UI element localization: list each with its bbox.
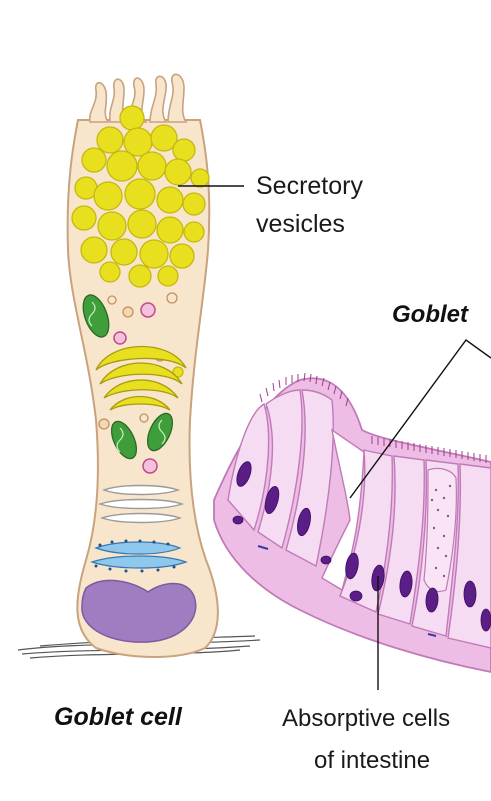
goblet-cell-title: Goblet cell	[54, 703, 183, 731]
endoplasmic-stacks	[97, 484, 185, 524]
rough-endoplasmic-reticulum	[90, 539, 188, 573]
absorptive-cells-label-line2: of intestine	[314, 747, 430, 774]
small-granules	[98, 292, 184, 474]
speckled-goblet-cell	[423, 467, 457, 593]
basal-lamina-marks	[257, 545, 437, 637]
goblet-cell-illustration	[17, 73, 261, 659]
secretory-vesicles	[71, 105, 210, 288]
secretory-vesicles-label-line1: Secretory	[256, 172, 363, 200]
mitochondria	[82, 294, 174, 460]
absorptive-cells-label-line1: Absorptive cells	[282, 705, 450, 732]
golgi-apparatus	[95, 345, 187, 411]
intestinal-epithelium-illustration	[213, 372, 491, 673]
brush-border	[259, 372, 487, 463]
goblet-leader-line	[349, 339, 491, 499]
goblet-cell-nucleus	[81, 579, 197, 643]
epithelial-nuclei	[232, 461, 491, 632]
secretory-vesicles-label-line2: vesicles	[256, 210, 345, 238]
goblet-callout-label: Goblet	[392, 301, 469, 328]
